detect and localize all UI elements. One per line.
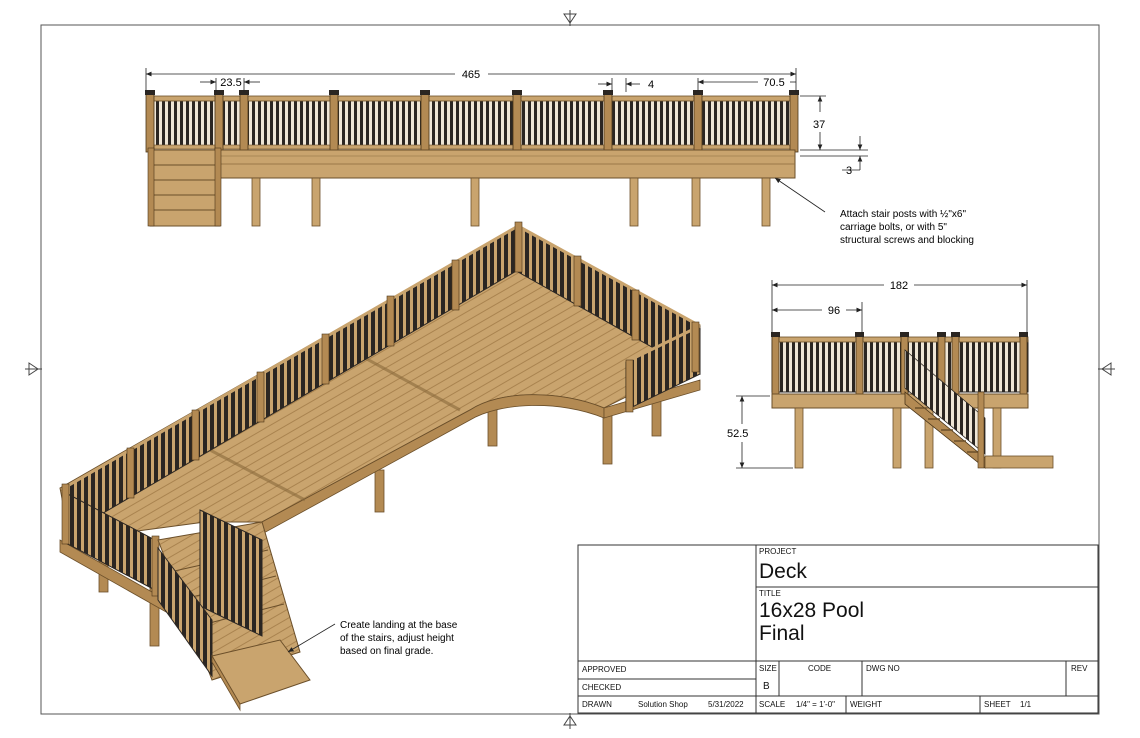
center-marker-right bbox=[1098, 362, 1115, 376]
note-landing-line-3: based on final grade. bbox=[340, 646, 433, 657]
dim-total: 465 bbox=[462, 69, 480, 81]
checked-label: CHECKED bbox=[582, 683, 622, 692]
scale-value: 1/4" = 1'-0" bbox=[796, 700, 836, 709]
title-label: TITLE bbox=[759, 589, 781, 598]
size-value: B bbox=[763, 681, 770, 692]
dim-partial: 96 bbox=[828, 305, 840, 317]
front-elevation bbox=[145, 90, 799, 227]
rev-label: REV bbox=[1071, 664, 1088, 673]
leader-landing-note bbox=[287, 623, 336, 653]
note-landing-line-2: of the stairs, adjust height bbox=[340, 633, 454, 644]
dim-width: 182 bbox=[890, 280, 908, 292]
title-line-2: Final bbox=[759, 622, 805, 645]
size-label: SIZE bbox=[759, 664, 777, 673]
approved-label: APPROVED bbox=[582, 665, 627, 674]
leader-stair-note bbox=[774, 177, 826, 213]
title-block bbox=[577, 544, 1099, 714]
dimension-lines-top bbox=[145, 68, 868, 171]
note-landing-line-1: Create landing at the base bbox=[340, 620, 458, 631]
project-value: Deck bbox=[759, 560, 807, 583]
dim-baluster-gap: 4 bbox=[648, 79, 654, 91]
drawn-label: DRAWN bbox=[582, 700, 612, 709]
weight-label: WEIGHT bbox=[850, 700, 882, 709]
note-stair-posts: Attach stair posts with ½"x6" carriage b… bbox=[840, 209, 974, 246]
note-stair-line-1: Attach stair posts with ½"x6" bbox=[840, 209, 966, 220]
center-marker-bottom bbox=[563, 713, 577, 729]
sheet-label: SHEET bbox=[984, 700, 1011, 709]
note-stair-line-2: carriage bolts, or with 5" bbox=[840, 222, 947, 233]
dwg-label: DWG NO bbox=[866, 664, 900, 673]
dim-post-spacing: 23.5 bbox=[220, 77, 241, 89]
center-marker-left bbox=[25, 362, 42, 376]
scale-label: SCALE bbox=[759, 700, 786, 709]
dim-end-bay: 70.5 bbox=[763, 77, 784, 89]
drawn-by: Solution Shop bbox=[638, 700, 688, 709]
dim-height: 52.5 bbox=[727, 428, 748, 440]
code-label: CODE bbox=[808, 664, 832, 673]
project-label: PROJECT bbox=[759, 547, 797, 556]
side-elevation bbox=[771, 332, 1054, 469]
note-landing: Create landing at the base of the stairs… bbox=[340, 620, 460, 657]
center-marker-top bbox=[563, 10, 577, 26]
dimension-lines-side bbox=[736, 280, 1028, 469]
note-stair-line-3: structural screws and blocking bbox=[840, 235, 974, 246]
dim-step: 3 bbox=[846, 165, 852, 177]
sheet-value: 1/1 bbox=[1020, 700, 1032, 709]
drawn-date: 5/31/2022 bbox=[708, 700, 744, 709]
isometric-deck bbox=[59, 221, 701, 712]
dim-rail-height: 37 bbox=[813, 119, 825, 131]
title-line-1: 16x28 Pool bbox=[759, 599, 865, 622]
